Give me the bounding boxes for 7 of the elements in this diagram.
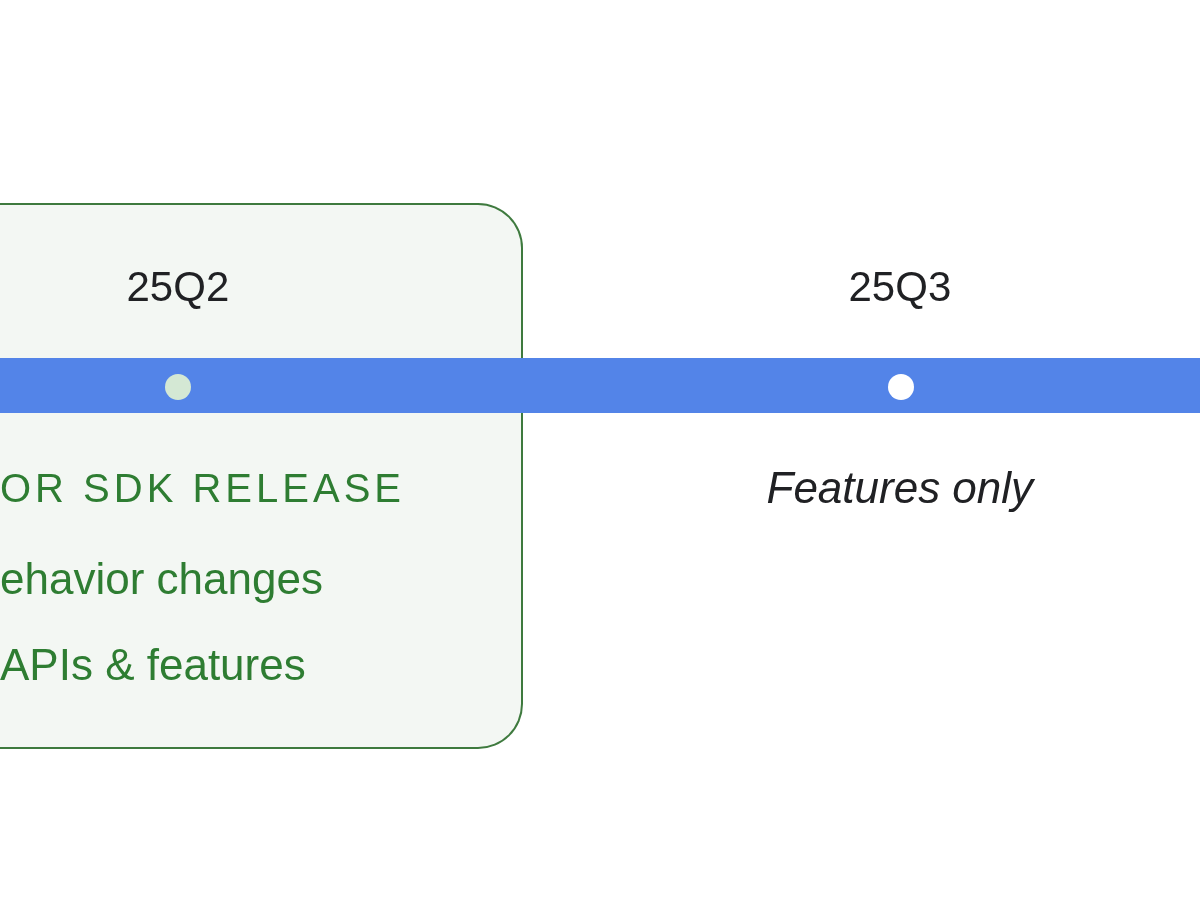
release-item: ehavior changes xyxy=(0,557,323,601)
quarter-label: 25Q2 xyxy=(126,266,230,308)
release-heading: OR SDK RELEASE xyxy=(0,468,405,508)
release-item: APIs & features xyxy=(0,643,306,687)
note-text: Features only xyxy=(766,466,1034,510)
quarter-label: 25Q3 xyxy=(848,266,952,308)
highlight-card xyxy=(0,203,523,749)
